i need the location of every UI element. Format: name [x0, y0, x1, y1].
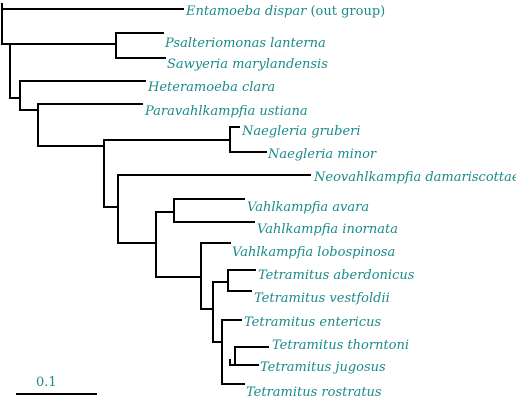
taxon-label: Vahlkampfia avara	[247, 200, 369, 215]
taxon-label: Vahlkampfia lobospinosa	[232, 245, 395, 260]
taxon-label: Tetramitus rostratus	[246, 385, 382, 400]
taxon-label: Entamoeba dispar (out group)	[185, 4, 385, 19]
taxon-label: Naegleria minor	[267, 147, 377, 162]
taxon-label: Tetramitus vestfoldii	[254, 291, 390, 306]
taxon-label: Paravahlkampfia ustiana	[144, 104, 308, 119]
taxon-label: Tetramitus entericus	[244, 315, 381, 330]
taxon-label: Vahlkampfia inornata	[257, 222, 398, 237]
taxon-label: Naegleria gruberi	[241, 124, 361, 139]
scale-bar-label: 0.1	[36, 375, 57, 390]
taxon-label: Heteramoeba clara	[147, 80, 275, 95]
taxon-label: Sawyeria marylandensis	[167, 57, 328, 72]
taxon-label: Tetramitus thorntoni	[272, 338, 409, 353]
tree-branches	[1, 3, 311, 385]
taxon-label: Neovahlkampfia damariscottae	[313, 170, 516, 185]
taxon-label: Tetramitus jugosus	[260, 360, 386, 375]
taxon-label: Tetramitus aberdonicus	[258, 268, 415, 283]
taxon-label: Psalteriomonas lanterna	[164, 36, 326, 51]
